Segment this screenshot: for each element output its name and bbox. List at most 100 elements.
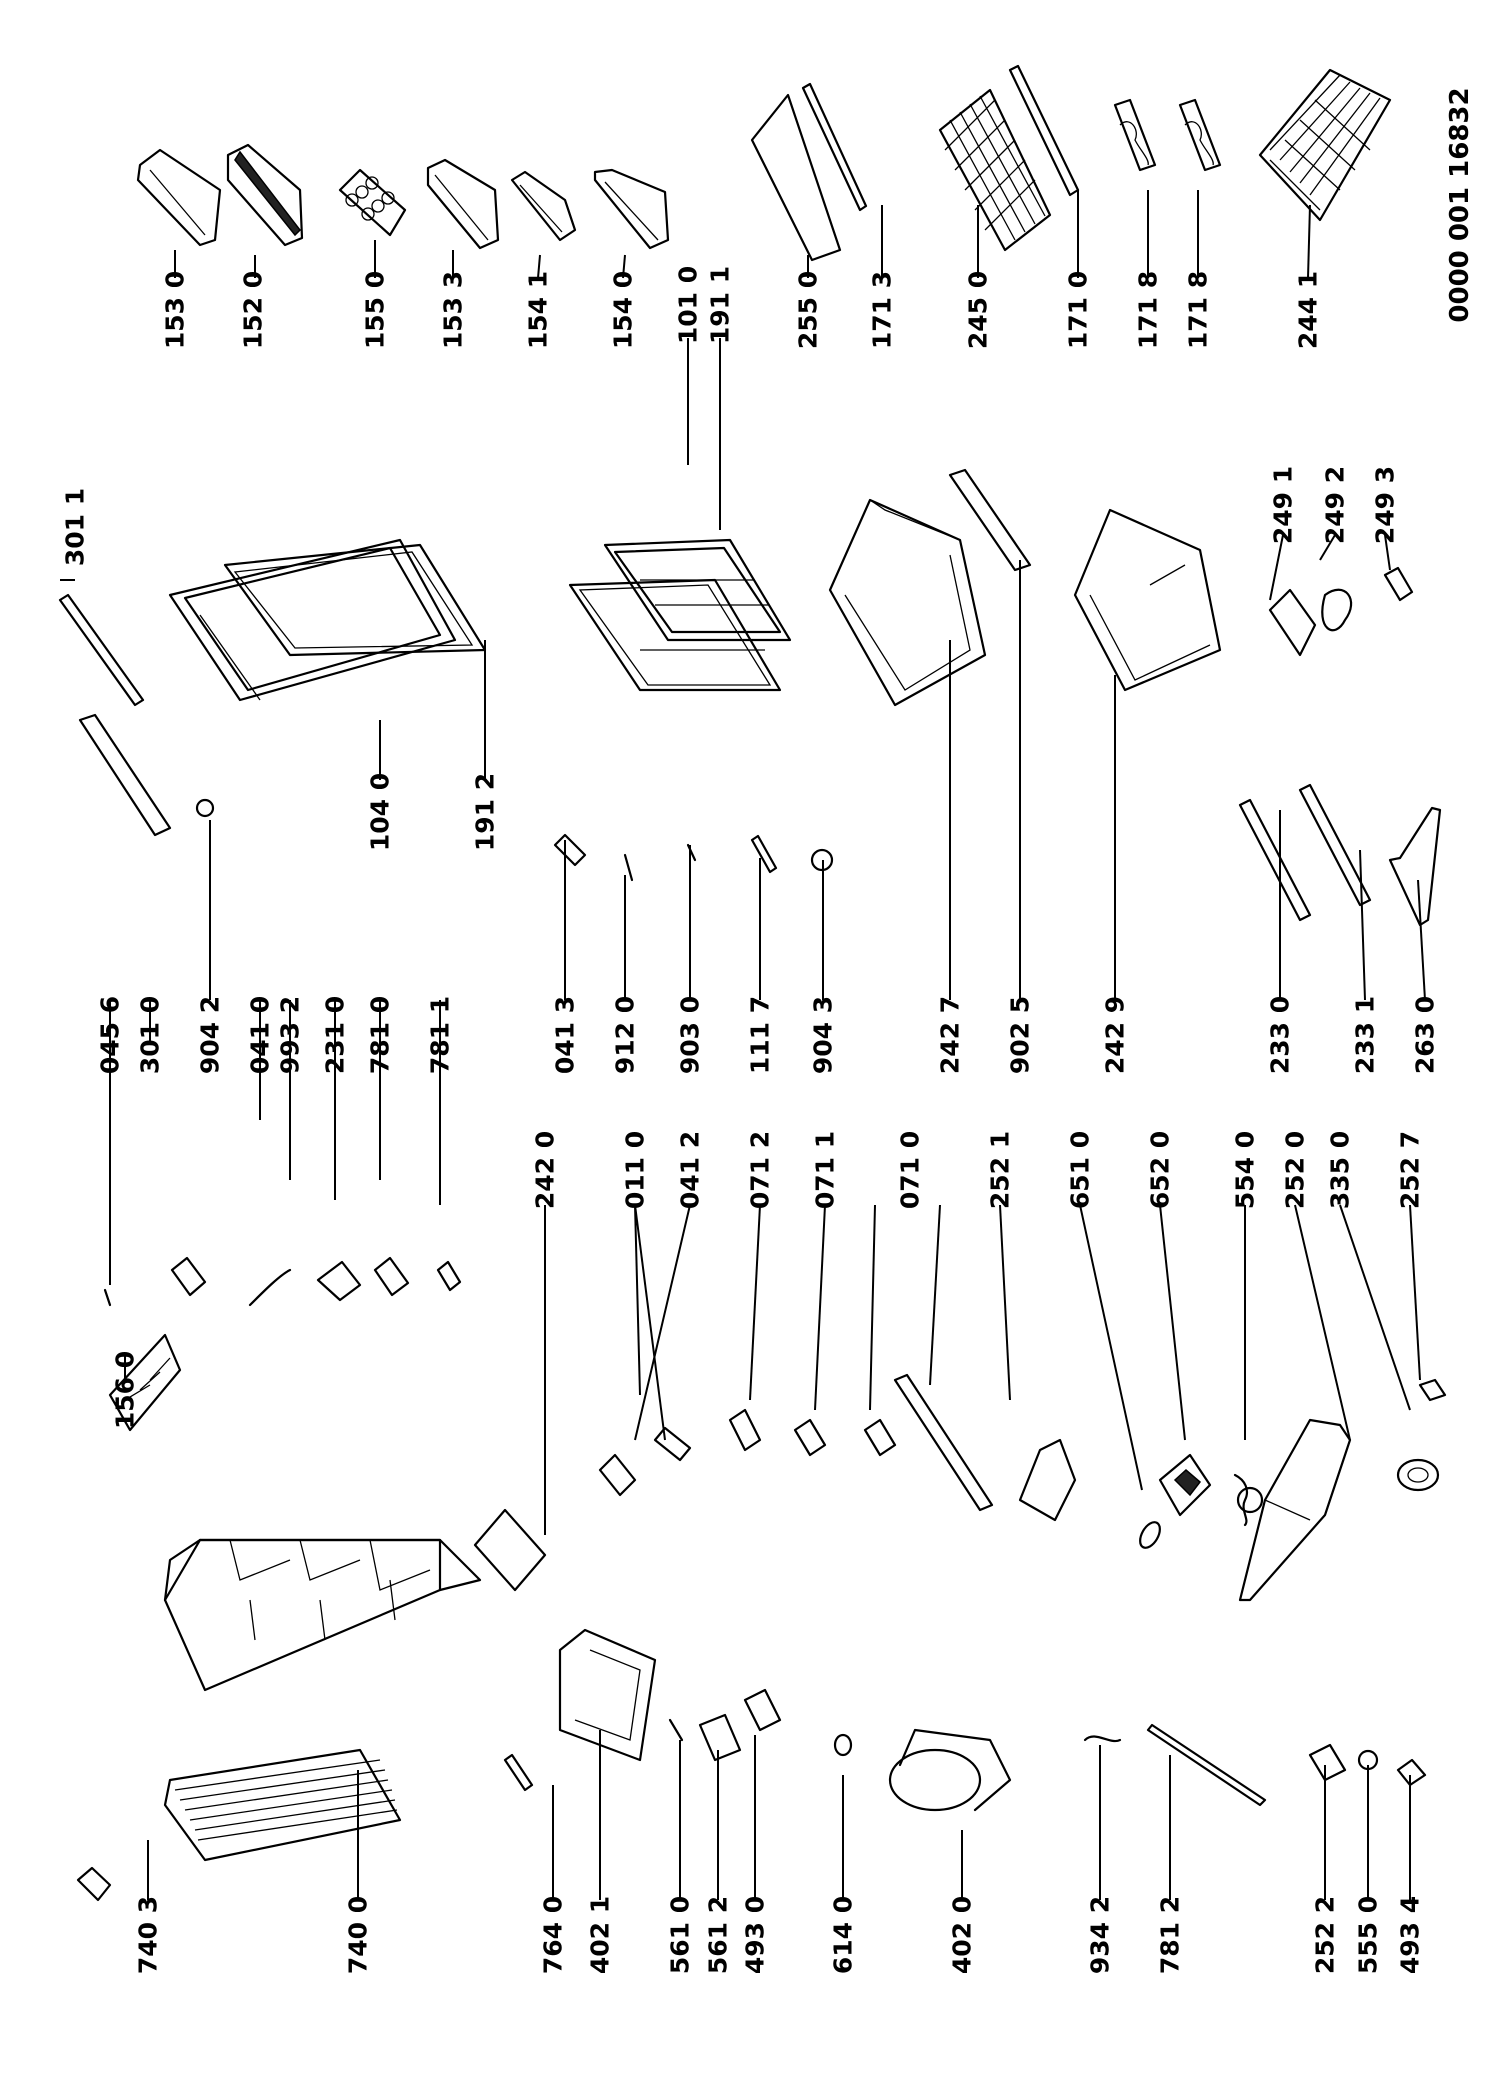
label-781-1: 781 1 (425, 995, 455, 1075)
cabinet-body (163, 1538, 482, 1692)
lamp-holder-231-0 (316, 1260, 362, 1302)
label-561-0: 561 0 (665, 1895, 695, 1975)
door-gasket-191-1 (603, 538, 792, 642)
label-252-2: 252 2 (1310, 1895, 1340, 1975)
egg-tray-155-0 (338, 168, 407, 237)
housing-252-0 (1238, 1418, 1352, 1602)
channel-071-0 (893, 1373, 994, 1512)
fan-cover-156-0 (108, 1333, 182, 1432)
label-231-0: 231 0 (320, 995, 350, 1075)
label-781-2: 781 2 (1155, 1895, 1185, 1975)
rail-233-0 (1238, 798, 1312, 922)
label-242-0: 242 0 (530, 1130, 560, 1210)
label-041-2: 041 2 (675, 1130, 705, 1210)
label-191-2: 191 2 (470, 772, 500, 852)
freezer-door-101-0 (568, 578, 782, 692)
label-740-0: 740 0 (343, 1895, 373, 1975)
cover-493-0 (743, 1688, 782, 1732)
strip-111-7 (750, 834, 778, 874)
label-171-3: 171 3 (867, 270, 897, 350)
label-111-7: 111 7 (745, 995, 775, 1075)
label-154-1: 154 1 (523, 270, 553, 350)
hinge-249-2 (1321, 588, 1353, 632)
clamp-071-1 (863, 1418, 897, 1457)
door-bin-153-3 (426, 158, 500, 250)
label-252-1: 252 1 (985, 1130, 1015, 1210)
label-402-0: 402 0 (947, 1895, 977, 1975)
label-301-0: 301 0 (135, 995, 165, 1075)
label-156-0: 156 0 (110, 1350, 140, 1430)
label-041-3: 041 3 (550, 995, 580, 1075)
trim-strip-301-1 (58, 593, 145, 707)
label-764-0: 764 0 (538, 1895, 568, 1975)
label-011-0: 011 0 (620, 1130, 650, 1210)
label-249-3: 249 3 (1370, 465, 1400, 545)
thermostat-652-0 (1158, 1453, 1212, 1517)
label-152-0: 152 0 (238, 270, 268, 350)
label-101-0: 101 0 (673, 265, 703, 345)
label-242-7: 242 7 (935, 995, 965, 1075)
pin-912-0 (623, 853, 634, 882)
drain-tube-781-2 (1146, 1723, 1267, 1807)
label-904-2: 904 2 (195, 995, 225, 1075)
label-191-1: 191 1 (705, 265, 735, 345)
label-171-8-a: 171 8 (1133, 270, 1163, 350)
lamp-651-0 (1139, 1521, 1161, 1549)
washer-555-0 (1357, 1749, 1379, 1771)
label-071-0: 071 0 (895, 1130, 925, 1210)
label-252-7: 252 7 (1395, 1130, 1425, 1210)
shelf-support-171-8-left (1113, 98, 1157, 172)
rail-263-0 (1388, 806, 1442, 927)
door-bin-154-1 (510, 170, 577, 242)
cap-904-3 (810, 848, 834, 872)
label-934-2: 934 2 (1085, 1895, 1115, 1975)
rod-764-0 (503, 1753, 534, 1792)
relay-561-2 (698, 1713, 742, 1762)
label-249-2: 249 2 (1320, 465, 1350, 545)
screw-903-0 (686, 843, 697, 862)
door-bin-154-0 (593, 168, 670, 250)
wire-shelf-245-0 (938, 88, 1052, 252)
label-740-3: 740 3 (133, 1895, 163, 1975)
bracket-041-2 (728, 1408, 762, 1452)
pin-045-6 (103, 1288, 112, 1307)
shelf-support-171-8-right (1178, 98, 1222, 172)
hinge-249-3 (1383, 566, 1414, 602)
button-781-1 (436, 1260, 462, 1292)
label-071-2: 071 2 (745, 1130, 775, 1210)
bracket-740-3 (76, 1866, 112, 1902)
grommet-614-0 (833, 1733, 853, 1757)
label-104-0: 104 0 (365, 772, 395, 852)
label-255-0: 255 0 (793, 270, 823, 350)
label-045-6: 045 6 (95, 995, 125, 1075)
wire-grid-shelf-244-1 (1258, 68, 1392, 222)
label-252-0: 252 0 (1280, 1130, 1310, 1210)
label-233-0: 233 0 (1265, 995, 1295, 1075)
drawer-cover-902-5 (948, 468, 1032, 572)
label-171-8-b: 171 8 (1183, 270, 1213, 350)
terminal-252-2 (1308, 1743, 1347, 1782)
spring-554-0 (1233, 1473, 1264, 1527)
label-904-3: 904 3 (808, 995, 838, 1075)
cable-993-2 (248, 1268, 292, 1307)
clip-561-0 (668, 1718, 684, 1742)
trim-301-0 (78, 713, 172, 837)
label-041-0: 041 0 (245, 995, 275, 1075)
label-153-3: 153 3 (438, 270, 468, 350)
label-233-1: 233 1 (1350, 995, 1380, 1075)
compressor-402-0 (888, 1728, 1012, 1812)
label-155-0: 155 0 (360, 270, 390, 350)
label-614-0: 614 0 (828, 1895, 858, 1975)
label-242-9: 242 9 (1100, 995, 1130, 1075)
clip-041-3 (553, 833, 587, 867)
label-781-0: 781 0 (365, 995, 395, 1075)
vegetable-drawer-242-9 (1073, 508, 1222, 692)
wire-934-2 (1083, 1735, 1122, 1743)
door-bin-152-0 (226, 143, 304, 247)
hinge-249-1 (1268, 588, 1317, 657)
door-frame-104-0 (168, 538, 457, 702)
crisper-242-0 (473, 1508, 547, 1592)
vegetable-drawer-242-7 (828, 498, 987, 707)
